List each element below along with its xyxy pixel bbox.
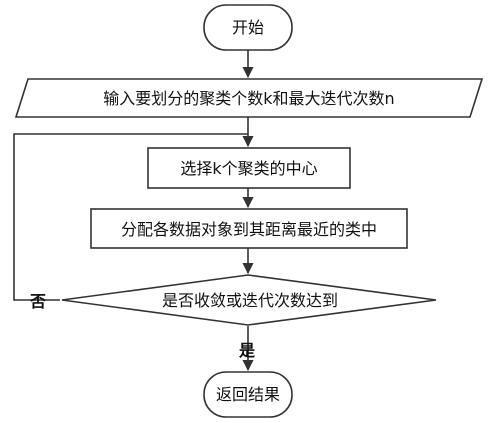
select-centers-node	[147, 147, 351, 189]
start-node	[203, 4, 293, 51]
input-node	[14, 78, 484, 118]
select-centers-label: 选择k个聚类的中心	[180, 159, 317, 178]
end-node	[203, 371, 293, 418]
end-label: 返回结果	[216, 385, 280, 404]
assign-label: 分配各数据对象到其距离最近的类中	[121, 220, 377, 239]
no-label: 否	[29, 292, 46, 311]
yes-label: 是	[238, 341, 255, 360]
start-label: 开始	[232, 18, 264, 37]
decision-node	[61, 274, 437, 326]
input-label: 输入要划分的聚类个数k和最大迭代次数n	[103, 89, 394, 108]
edge-loop-back	[13, 133, 248, 301]
decision-label: 是否收敛或迭代次数达到	[162, 291, 338, 310]
assign-node	[90, 208, 408, 249]
